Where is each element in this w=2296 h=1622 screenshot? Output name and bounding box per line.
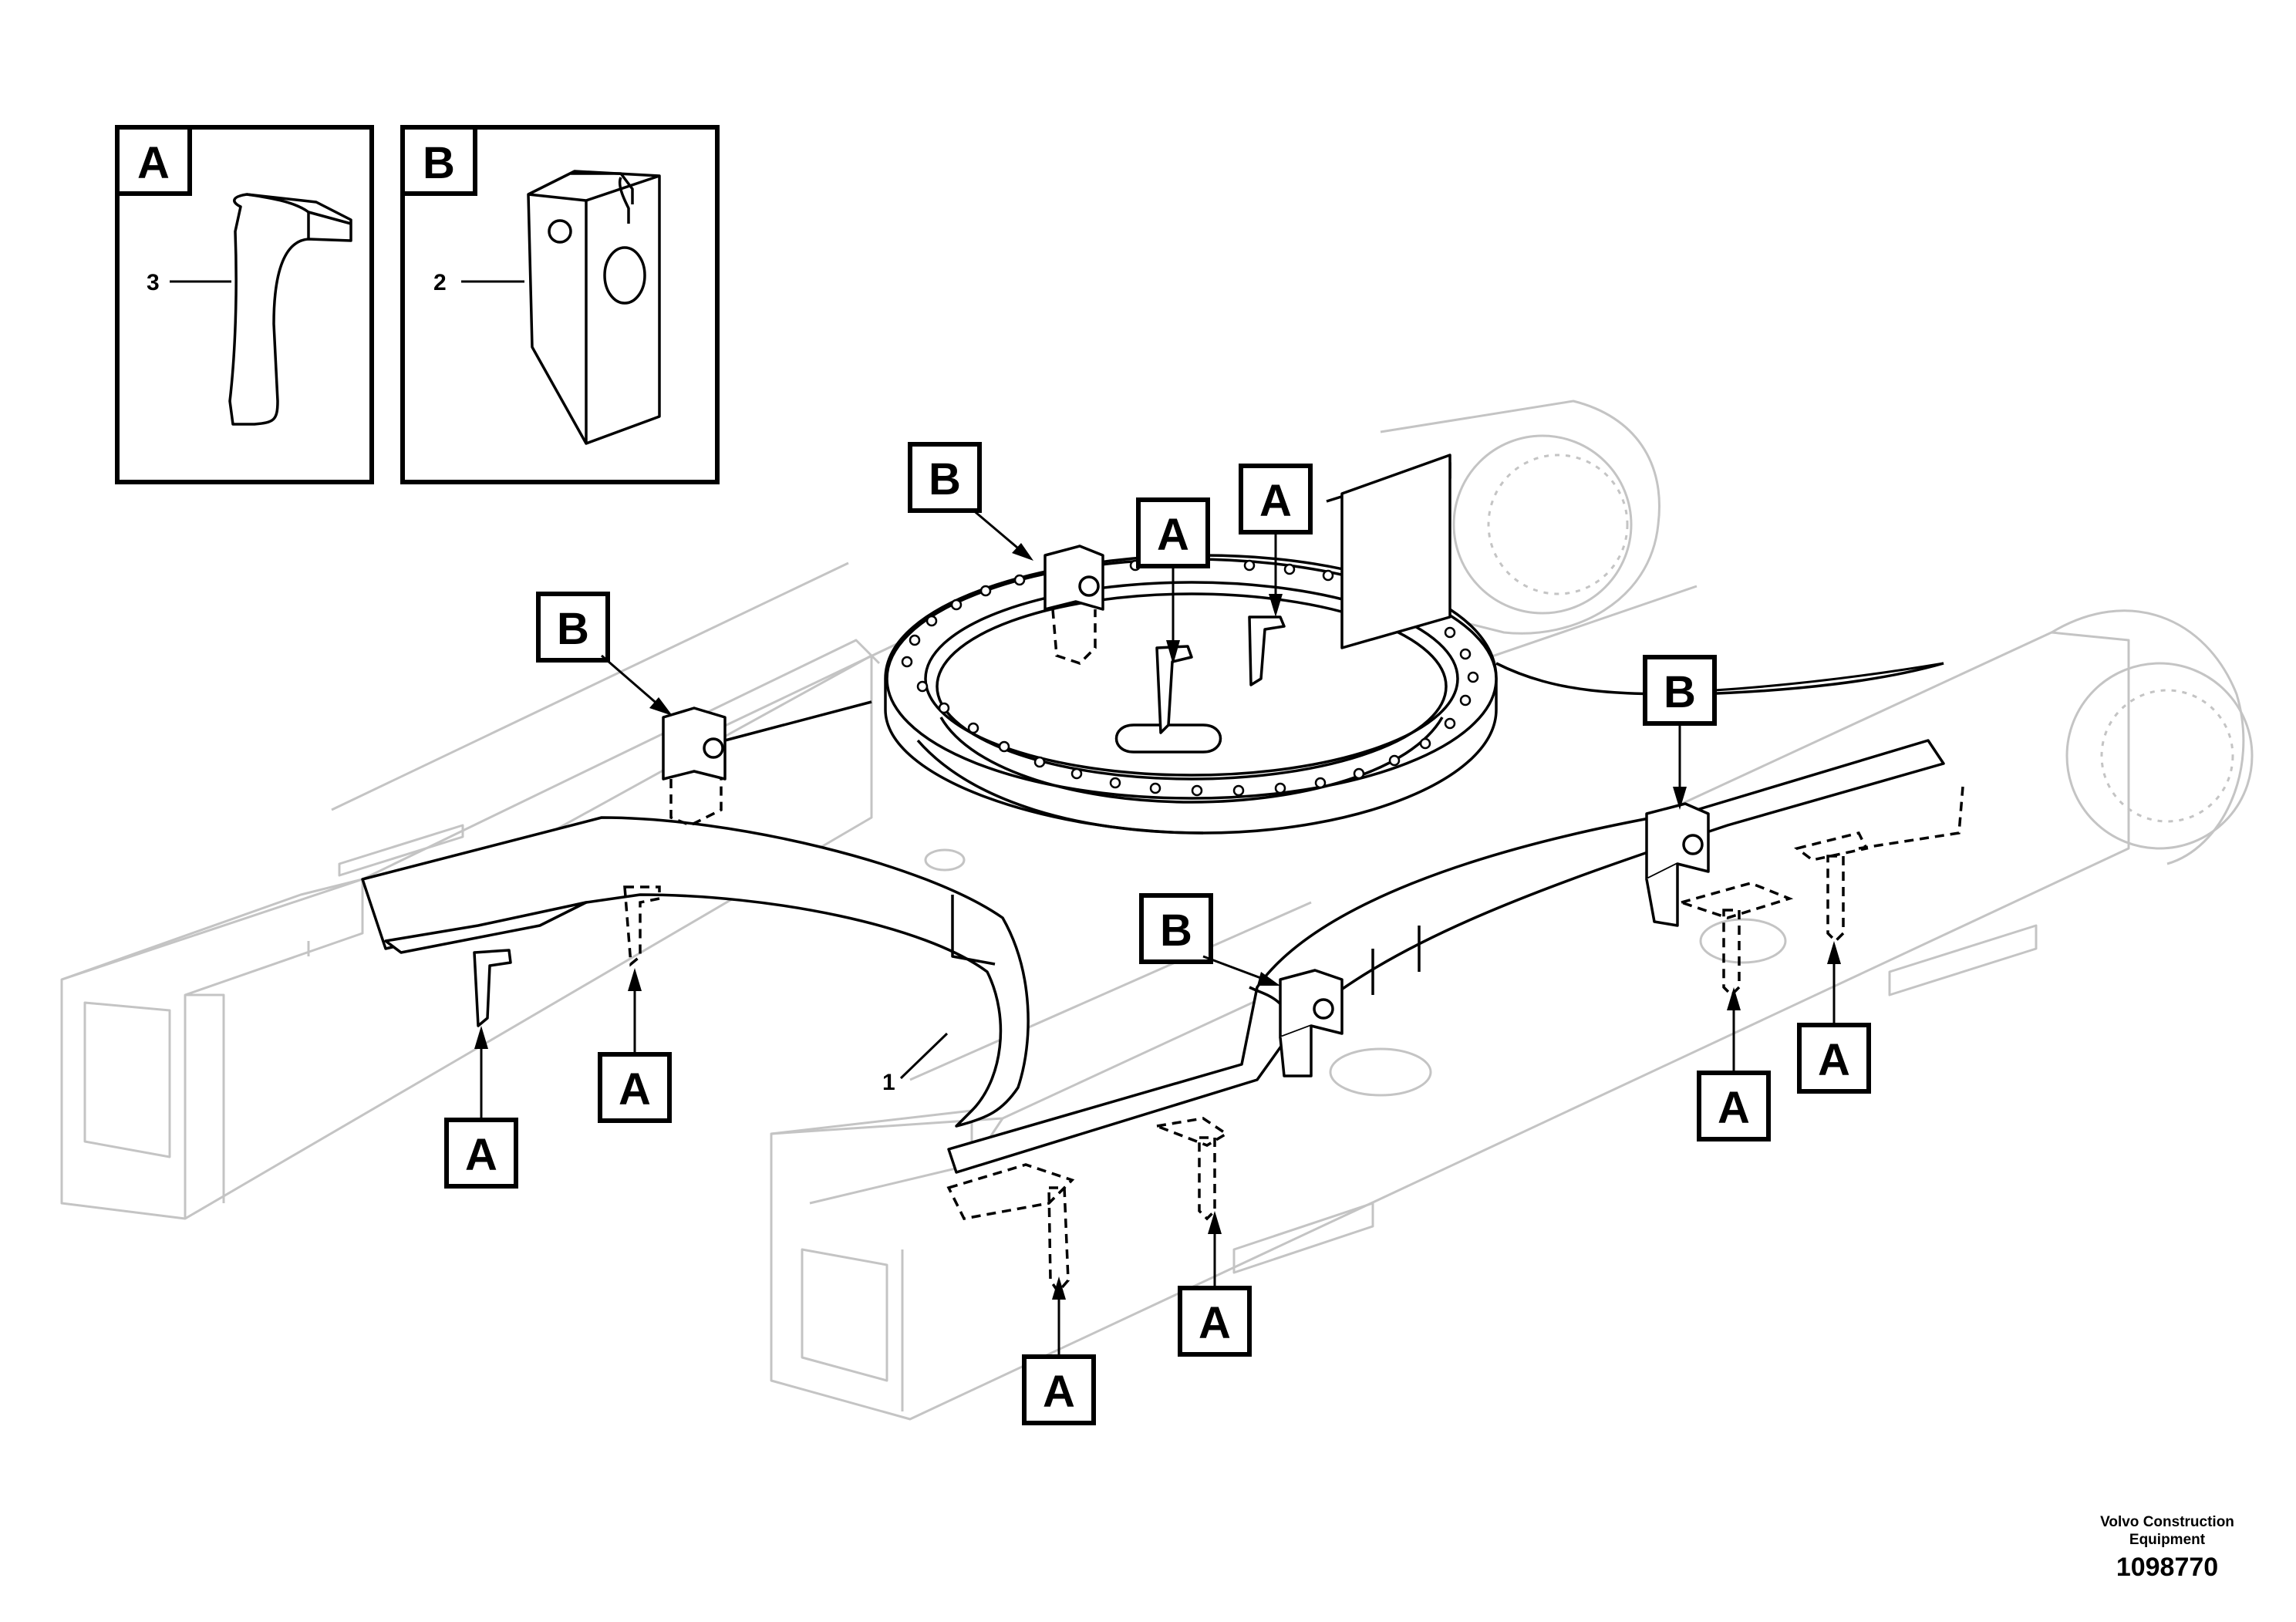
block-b-illustration bbox=[527, 170, 661, 445]
footer-block: Volvo Construction Equipment 1098770 bbox=[2100, 1514, 2234, 1582]
installed-part-a-left bbox=[473, 885, 661, 1027]
callout-a-ring-center: A bbox=[1136, 497, 1210, 665]
guard-strap bbox=[361, 454, 1945, 1174]
callout-b-left: B bbox=[536, 592, 673, 716]
svg-text:A: A bbox=[465, 1130, 497, 1180]
svg-text:A: A bbox=[1199, 1298, 1231, 1348]
installed-part-a-right bbox=[1677, 786, 1964, 997]
callout-b-ring: B bbox=[908, 442, 1033, 561]
callout-a-front-2: A bbox=[1178, 1211, 1252, 1357]
bracket-a-illustration bbox=[228, 193, 352, 426]
installed-part-b-3 bbox=[1645, 802, 1710, 927]
callout-a-ring-right: A bbox=[1239, 464, 1313, 617]
legend-box-b: B 2 bbox=[400, 125, 720, 484]
svg-text:A: A bbox=[619, 1064, 651, 1114]
svg-text:B: B bbox=[1160, 905, 1192, 956]
installed-part-b-1 bbox=[662, 706, 727, 827]
svg-text:A: A bbox=[1718, 1083, 1750, 1133]
callout-a-left-1: A bbox=[444, 1026, 518, 1189]
callout-a-left-2: A bbox=[598, 968, 672, 1123]
callout-a-right-1: A bbox=[1697, 987, 1771, 1141]
callout-a-right-2: A bbox=[1797, 941, 1871, 1094]
legend-b-letter: B bbox=[423, 138, 455, 188]
svg-text:A: A bbox=[1259, 476, 1292, 526]
part-number-2: 2 bbox=[433, 270, 447, 295]
legend-a-letter: A bbox=[137, 138, 170, 188]
callout-b-front: B bbox=[1139, 893, 1280, 986]
part-number-3: 3 bbox=[147, 270, 160, 295]
company-line-1: Volvo Construction bbox=[2100, 1514, 2234, 1530]
part-number-1: 1 bbox=[882, 1070, 895, 1095]
callout-a-front-1: A bbox=[1022, 1276, 1096, 1425]
callout-b-right: B bbox=[1643, 655, 1944, 810]
svg-text:A: A bbox=[1818, 1035, 1850, 1085]
drawing-number: 1098770 bbox=[2116, 1553, 2218, 1582]
legend-box-a: A 3 bbox=[115, 125, 374, 484]
svg-text:B: B bbox=[929, 454, 961, 504]
svg-text:A: A bbox=[1157, 510, 1189, 560]
svg-text:B: B bbox=[1664, 667, 1696, 717]
part-1-callout: 1 bbox=[882, 1032, 949, 1095]
installed-part-b-4 bbox=[1279, 969, 1344, 1077]
installed-part-b-2 bbox=[1043, 545, 1104, 666]
svg-text:B: B bbox=[557, 604, 589, 654]
company-line-2: Equipment bbox=[2129, 1532, 2206, 1548]
svg-text:A: A bbox=[1043, 1367, 1075, 1417]
installed-part-a-ring bbox=[1155, 615, 1286, 734]
installed-part-a-front bbox=[946, 1117, 1229, 1294]
